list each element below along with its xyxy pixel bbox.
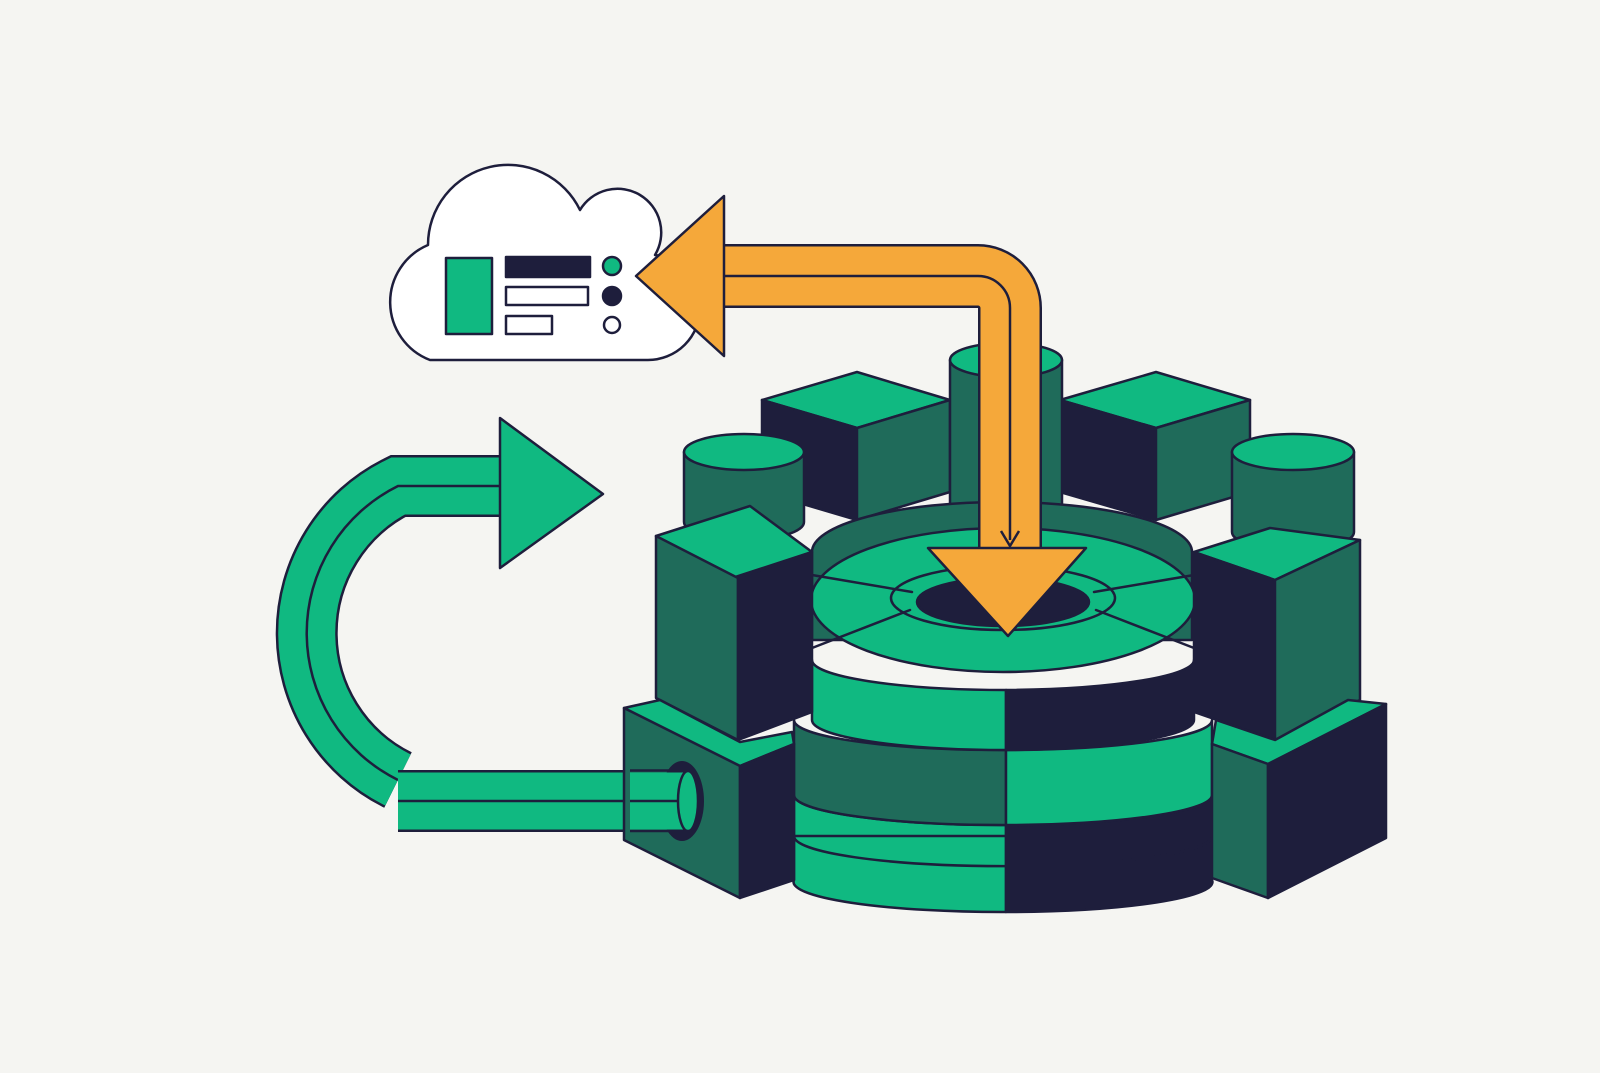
isometric-server-hub [622, 341, 1388, 914]
orange-l-arrow [634, 194, 1088, 638]
panel-green-block [444, 256, 494, 336]
cube-left-upper [654, 504, 814, 742]
orange-arrow-head-down [926, 546, 1088, 638]
status-dot-navy [601, 285, 623, 307]
cube-right-lower [1210, 698, 1388, 900]
status-dot-green [601, 255, 623, 277]
status-dot-outline [602, 315, 622, 335]
panel-bar-outline-short [504, 314, 554, 336]
arrow-entry-port [630, 761, 704, 841]
ring-upper-tier [810, 658, 1196, 752]
cube-back-right [1058, 370, 1252, 522]
orange-arrow-head-left [634, 194, 726, 358]
cylinder-right [1230, 432, 1356, 552]
panel-bar-filled [504, 255, 592, 279]
ui-panel-icon [444, 255, 623, 336]
green-arrow-head [498, 416, 605, 570]
panel-bar-outline-long [504, 285, 590, 307]
cube-right-upper [1192, 526, 1362, 742]
